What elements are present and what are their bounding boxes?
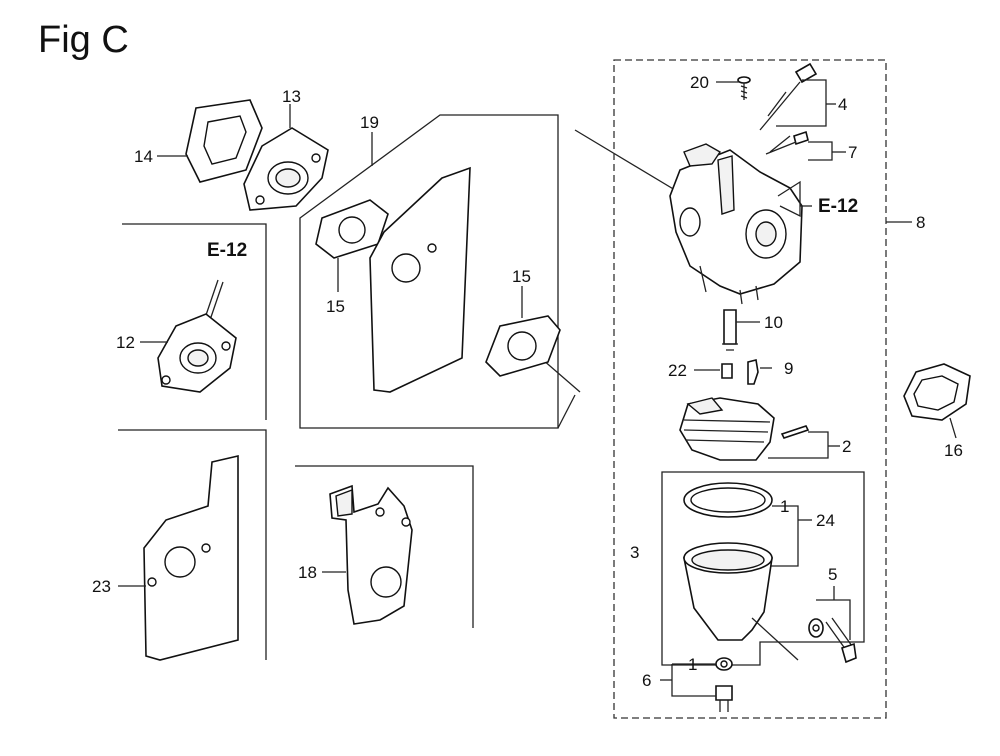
callout-2: 2 <box>842 437 851 456</box>
part-23-plate <box>118 454 239 661</box>
part-16-gasket <box>903 363 971 439</box>
part-float-bowl <box>683 542 799 661</box>
part-15-gasket-b <box>485 286 561 377</box>
callout-6: 6 <box>642 671 651 690</box>
callout-23: 23 <box>92 577 111 596</box>
callout-19: 19 <box>360 113 379 132</box>
callout-24: 24 <box>816 511 835 530</box>
float-bowl-box <box>661 471 865 666</box>
reference-label-e12-left: E-12 <box>207 240 247 261</box>
frame-lines <box>118 114 701 660</box>
callout-18: 18 <box>298 563 317 582</box>
part-6-drain-screw <box>660 657 733 712</box>
part-14-gasket <box>157 99 263 183</box>
part-carburetor-body <box>669 143 812 305</box>
callout-9: 9 <box>784 359 793 378</box>
part-7-screw <box>765 130 846 161</box>
callout-10: 10 <box>764 313 783 332</box>
part-9-float-valve <box>747 359 772 385</box>
part-4-needle <box>759 62 836 131</box>
callout-22: 22 <box>668 361 687 380</box>
callout-20: 20 <box>690 73 709 92</box>
part-13-insulator <box>243 104 329 211</box>
callout-16: 16 <box>944 441 963 460</box>
callout-15-left: 15 <box>326 297 345 316</box>
callout-13: 13 <box>282 87 301 106</box>
callout-15-right: 15 <box>512 267 531 286</box>
reference-label-e12-right: E-12 <box>818 196 858 217</box>
part-10-nozzle <box>722 309 760 351</box>
callout-3: 3 <box>630 543 639 562</box>
carburetor-assembly-boundary <box>613 59 887 719</box>
part-22-jet <box>694 363 733 379</box>
part-float <box>679 397 775 461</box>
callout-1-lower: 1 <box>688 655 697 674</box>
part-19-plate <box>369 132 471 393</box>
part-20-screw <box>716 76 751 100</box>
callout-8: 8 <box>916 213 925 232</box>
part-2-float-pin <box>768 425 840 459</box>
part-12-insulator <box>140 279 237 393</box>
part-5-bolt-washer <box>808 586 857 664</box>
part-18-bracket <box>322 484 413 625</box>
callout-4: 4 <box>838 95 847 114</box>
figure-title: Fig C <box>38 19 129 61</box>
callout-14: 14 <box>134 147 153 166</box>
callout-7: 7 <box>848 143 857 162</box>
callout-1-upper: 1 <box>780 497 789 516</box>
part-24-gasket <box>683 482 812 567</box>
callout-5: 5 <box>828 565 837 584</box>
callout-12: 12 <box>116 333 135 352</box>
part-15-gasket-a <box>315 199 389 292</box>
